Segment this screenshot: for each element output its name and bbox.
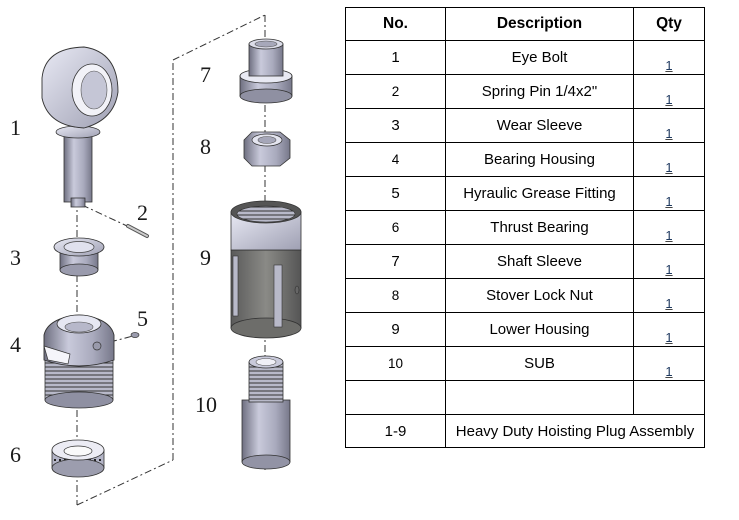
cell-qty: 1: [633, 278, 705, 313]
table-row-empty: [345, 380, 705, 415]
cell-description: Spring Pin 1/4x2": [445, 74, 634, 109]
table-row: 2 Spring Pin 1/4x2" 1: [345, 74, 705, 109]
cell-qty: 1: [633, 210, 705, 245]
callout-1: 1: [10, 115, 21, 140]
table-header-row: No. Description Qty: [345, 7, 705, 41]
cell-description: Bearing Housing: [445, 142, 634, 177]
callout-9: 9: [200, 245, 211, 270]
table-row: 3 Wear Sleeve 1: [345, 108, 705, 143]
table-row: 6 Thrust Bearing 1: [345, 210, 705, 245]
exploded-assembly-drawing: 1 2 3 4 5 6 7 8 9 10: [10, 14, 302, 506]
cell-no: 5: [345, 176, 446, 211]
part-10-sub: [241, 355, 291, 470]
cell-no: 7: [345, 244, 446, 279]
cell-no: 9: [345, 312, 446, 347]
callout-10: 10: [195, 392, 217, 417]
cell-no: 1: [345, 40, 446, 75]
part-6-thrust-bearing: [51, 439, 105, 478]
callout-3: 3: [10, 245, 21, 270]
header-qty: Qty: [633, 7, 705, 41]
cell-no: 10: [345, 346, 446, 381]
table-row: 8 Stover Lock Nut 1: [345, 278, 705, 313]
cell-description: Eye Bolt: [445, 40, 634, 75]
cell-no: 8: [345, 278, 446, 313]
cell-no: 4: [345, 142, 446, 177]
cell-qty: 1: [633, 346, 705, 381]
cell-qty: 1: [633, 244, 705, 279]
cell-qty: 1: [633, 142, 705, 177]
part-4-bearing-housing: [43, 314, 115, 409]
cell-description: SUB: [445, 346, 634, 381]
cell-qty: 1: [633, 108, 705, 143]
callout-7: 7: [200, 62, 211, 87]
callout-6: 6: [10, 442, 21, 467]
table-row: 1 Eye Bolt 1: [345, 40, 705, 75]
parts-list-table: No. Description Qty 1 Eye Bolt 1 2 Sprin…: [345, 7, 705, 448]
part-7-shaft-sleeve: [239, 38, 293, 104]
part-3-wear-sleeve: [53, 237, 105, 277]
table-row: 7 Shaft Sleeve 1: [345, 244, 705, 279]
part-1-eye-bolt: [41, 46, 119, 208]
cell-qty: 1: [633, 40, 705, 75]
cell-qty: 1: [633, 74, 705, 109]
cell-description: [445, 380, 634, 415]
header-description: Description: [445, 7, 634, 41]
callout-5: 5: [137, 306, 148, 331]
cell-description: Lower Housing: [445, 312, 634, 347]
cell-qty: 1: [633, 312, 705, 347]
cell-no: 6: [345, 210, 446, 245]
table-row: 9 Lower Housing 1: [345, 312, 705, 347]
table-row: 4 Bearing Housing 1: [345, 142, 705, 177]
cell-qty: [633, 380, 705, 415]
callout-4: 4: [10, 332, 21, 357]
header-no: No.: [345, 7, 446, 41]
part-5-grease-fitting: [130, 332, 140, 338]
cell-description: Thrust Bearing: [445, 210, 634, 245]
table-row-assembly: 1-9 Heavy Duty Hoisting Plug Assembly: [345, 414, 705, 448]
cell-assembly-no: 1-9: [345, 414, 446, 448]
cell-description: Hyraulic Grease Fitting: [445, 176, 634, 211]
callout-2: 2: [137, 200, 148, 225]
cell-description: Stover Lock Nut: [445, 278, 634, 313]
part-8-lock-nut: [243, 131, 291, 167]
cell-description: Shaft Sleeve: [445, 244, 634, 279]
table-row: 10 SUB 1: [345, 346, 705, 381]
callout-8: 8: [200, 134, 211, 159]
cell-assembly-description: Heavy Duty Hoisting Plug Assembly: [445, 414, 705, 448]
cell-description: Wear Sleeve: [445, 108, 634, 143]
part-2-spring-pin: [126, 224, 149, 238]
table-row: 5 Hyraulic Grease Fitting 1: [345, 176, 705, 211]
part-9-lower-housing: [230, 200, 302, 339]
cell-no: 3: [345, 108, 446, 143]
cell-no: [345, 380, 446, 415]
cell-qty: 1: [633, 176, 705, 211]
cell-no: 2: [345, 74, 446, 109]
